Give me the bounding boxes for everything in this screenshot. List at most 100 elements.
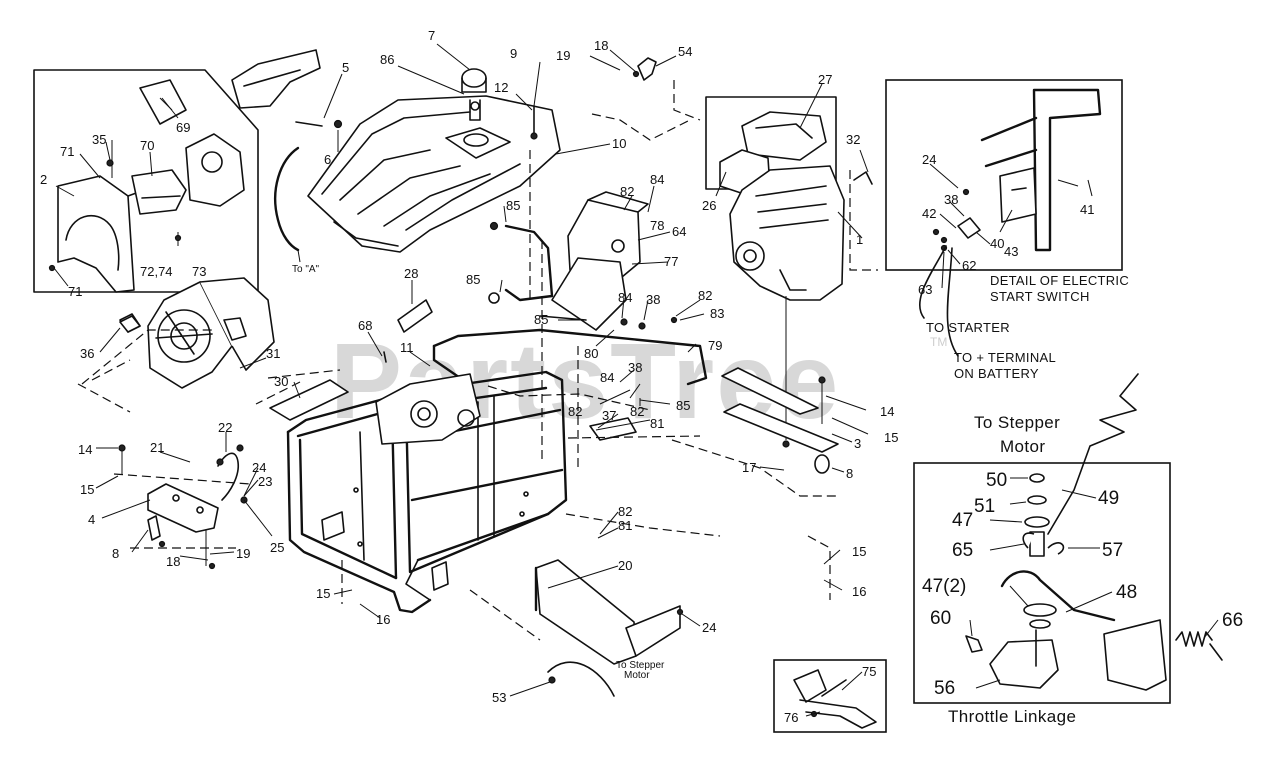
callout-47-2: 47(2)	[922, 576, 966, 597]
note-electric-start-1: DETAIL OF ELECTRIC	[990, 273, 1129, 288]
callout-2: 2	[40, 172, 47, 187]
assembly-lines	[91, 80, 838, 641]
callout-47: 47	[952, 510, 973, 531]
note-to-terminal-2: ON BATTERY	[954, 366, 1039, 381]
callout-32: 32	[846, 132, 860, 147]
note-to-stepper-2: Motor	[1000, 437, 1045, 456]
callout-27: 27	[818, 72, 832, 87]
note-to-stepper-1: To Stepper	[974, 413, 1060, 432]
callout-66: 66	[1222, 610, 1243, 631]
callout-10: 10	[612, 136, 626, 151]
callout-82-a: 82	[620, 184, 634, 199]
engine	[632, 55, 878, 448]
left-mount-bracket	[118, 444, 248, 570]
callout-64: 64	[672, 224, 686, 239]
callout-31: 31	[266, 346, 280, 361]
callout-71-bottom: 71	[68, 284, 82, 299]
leader-lines	[53, 43, 1219, 717]
callout-57: 57	[1102, 540, 1123, 561]
callout-17: 17	[742, 460, 756, 475]
callout-84-b: 84	[618, 290, 632, 305]
callout-7: 7	[428, 28, 435, 43]
callout-18-bottom: 18	[166, 554, 180, 569]
callout-28: 28	[404, 266, 418, 281]
callout-53: 53	[492, 690, 506, 705]
callout-85-a: 85	[506, 198, 520, 213]
callout-14-left: 14	[78, 442, 92, 457]
callout-72-74: 72,74	[140, 264, 173, 279]
callout-60: 60	[930, 608, 951, 629]
callout-40: 40	[990, 236, 1004, 251]
callout-15-c: 15	[852, 544, 866, 559]
callout-38-box: 38	[944, 192, 958, 207]
callout-56: 56	[934, 678, 955, 699]
callout-80: 80	[584, 346, 598, 361]
callout-22: 22	[218, 420, 232, 435]
electric-start-detail	[885, 79, 1123, 357]
control-box	[488, 191, 678, 331]
callout-84-c: 84	[600, 370, 614, 385]
callout-1: 1	[856, 232, 863, 247]
callout-8-right: 8	[846, 466, 853, 481]
callout-69: 69	[176, 120, 190, 135]
callout-4: 4	[88, 512, 95, 527]
caption-throttle-linkage: Throttle Linkage	[948, 707, 1076, 726]
callout-20: 20	[618, 558, 632, 573]
callout-85-d: 85	[676, 398, 690, 413]
callout-14-right: 14	[880, 404, 894, 419]
callout-38-a: 38	[646, 292, 660, 307]
callout-65: 65	[952, 540, 973, 561]
callout-16-left: 16	[376, 612, 390, 627]
alternator	[77, 277, 341, 413]
callout-9: 9	[510, 46, 517, 61]
callout-19-top: 19	[556, 48, 570, 63]
right-mount-rails	[721, 367, 839, 474]
note-to-a: To "A"	[292, 264, 320, 275]
watermark-trademark: TM	[930, 335, 947, 349]
callout-37: 37	[602, 408, 616, 423]
callout-73: 73	[192, 264, 206, 279]
callout-5: 5	[342, 60, 349, 75]
callout-86: 86	[380, 52, 394, 67]
throttle-cable-detail	[773, 659, 887, 733]
callout-62: 62	[962, 258, 976, 273]
rear-panel-bracket	[231, 49, 343, 263]
callout-83: 83	[710, 306, 724, 321]
callout-19-bottom: 19	[236, 546, 250, 561]
callout-82-e: 82	[618, 504, 632, 519]
note-to-stepper-small-2: Motor	[624, 670, 650, 681]
fuel-tank	[307, 68, 561, 253]
callout-76: 76	[784, 710, 798, 725]
callout-48: 48	[1116, 582, 1137, 603]
callout-24-left: 24	[252, 460, 266, 475]
callout-79: 79	[708, 338, 722, 353]
callout-36: 36	[80, 346, 94, 361]
callout-16-right: 16	[852, 584, 866, 599]
callout-49: 49	[1098, 488, 1119, 509]
note-to-terminal-1: TO + TERMINAL	[954, 350, 1056, 365]
battery-tray	[534, 559, 684, 697]
note-to-starter: TO STARTER	[926, 320, 1010, 335]
callout-50: 50	[986, 470, 1007, 491]
callout-68: 68	[358, 318, 372, 333]
callout-84-a: 84	[650, 172, 664, 187]
callout-43: 43	[1004, 244, 1018, 259]
callout-82-c: 82	[568, 404, 582, 419]
callout-26: 26	[702, 198, 716, 213]
callout-71-top: 71	[60, 144, 74, 159]
callout-30: 30	[274, 374, 288, 389]
callout-41: 41	[1080, 202, 1094, 217]
callout-81-a: 81	[650, 416, 664, 431]
callout-75: 75	[862, 664, 876, 679]
callout-82-b: 82	[698, 288, 712, 303]
callout-25: 25	[270, 540, 284, 555]
callout-85-b: 85	[466, 272, 480, 287]
callout-11: 11	[400, 340, 414, 355]
callout-77: 77	[664, 254, 678, 269]
part-36-cover	[119, 315, 141, 333]
callout-38-b: 38	[628, 360, 642, 375]
note-electric-start-2: START SWITCH	[990, 289, 1090, 304]
callout-51: 51	[974, 496, 995, 517]
